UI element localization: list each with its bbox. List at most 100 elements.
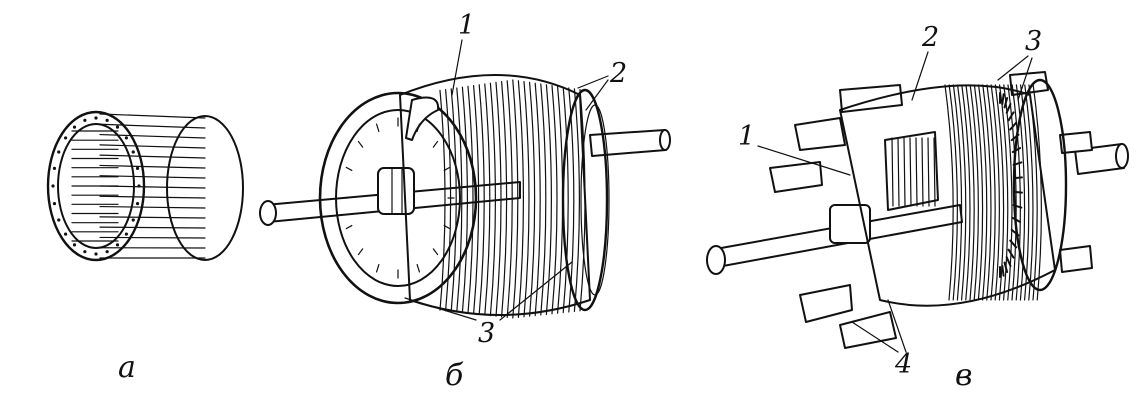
pole-lamination bbox=[999, 84, 1009, 301]
shaft-end-right bbox=[659, 129, 671, 151]
cage-bar bbox=[99, 226, 206, 229]
pole-lamination bbox=[965, 84, 975, 301]
pole-face-line bbox=[903, 137, 906, 207]
cage-bar bbox=[99, 144, 206, 149]
ring-tick bbox=[375, 123, 380, 133]
ring-tick bbox=[443, 166, 451, 172]
hub-v bbox=[829, 204, 871, 244]
slot-tick bbox=[1001, 93, 1005, 106]
pole-lamination bbox=[1024, 84, 1034, 301]
ring-hole bbox=[83, 250, 87, 254]
pole-face-line bbox=[933, 137, 936, 207]
ring-hole bbox=[135, 201, 140, 206]
ring-tick bbox=[345, 166, 353, 172]
core-lamination bbox=[562, 86, 569, 314]
ring-hole bbox=[115, 125, 120, 129]
core-lamination bbox=[461, 86, 468, 314]
caption-a: а bbox=[118, 350, 136, 385]
pole-lamination bbox=[948, 84, 958, 301]
pole-lamination bbox=[969, 84, 979, 301]
ring-hole bbox=[94, 252, 98, 256]
core-lamination bbox=[573, 88, 580, 312]
fin-3 bbox=[799, 284, 853, 323]
core-lamination bbox=[551, 85, 558, 315]
ring-tick bbox=[357, 140, 364, 148]
pole-face-line bbox=[915, 137, 918, 207]
cage-bar bbox=[99, 154, 206, 159]
cage-inner-bars bbox=[71, 130, 119, 242]
cage-bar bbox=[99, 113, 206, 119]
slot-tick bbox=[1009, 239, 1018, 249]
core-lamination bbox=[456, 87, 463, 313]
ring-tick bbox=[357, 248, 364, 256]
end-ring-ticks bbox=[341, 117, 455, 279]
pole-lamination bbox=[982, 84, 992, 301]
ring-hole bbox=[57, 218, 61, 222]
ring-tick bbox=[416, 263, 421, 273]
ring-hole bbox=[135, 166, 140, 171]
fin-4 bbox=[839, 311, 897, 349]
pole-lamination bbox=[957, 84, 967, 301]
salient-pole-rotor-figure: 2 3 1 4 bbox=[706, 22, 1129, 380]
cage-bar bbox=[99, 175, 206, 179]
slot-tick bbox=[1012, 190, 1023, 194]
cage-end-ring-near bbox=[46, 110, 146, 262]
ring-hole bbox=[124, 232, 129, 236]
ring-hole bbox=[94, 116, 98, 120]
core-lamination bbox=[545, 84, 552, 315]
end-face-right bbox=[1012, 78, 1068, 292]
pole-core-outline bbox=[839, 84, 1056, 307]
core-lamination bbox=[450, 88, 457, 312]
rotor-with-cage-figure: 1 2 3 bbox=[259, 10, 671, 349]
slot-tick bbox=[1011, 216, 1022, 223]
label-v-3: 3 bbox=[1025, 26, 1042, 57]
ring-tick bbox=[345, 224, 353, 230]
slot-tick bbox=[1010, 133, 1020, 142]
label-v-2: 2 bbox=[921, 22, 939, 53]
squirrel-cage-figure bbox=[46, 110, 244, 262]
core-lamination bbox=[473, 85, 480, 315]
caption-v: в bbox=[955, 358, 972, 393]
ring-hole bbox=[52, 201, 57, 206]
slot-tick bbox=[1010, 228, 1020, 237]
end-ring-left bbox=[318, 91, 478, 305]
ring-hole bbox=[131, 218, 135, 222]
end-ring-left-inner bbox=[335, 109, 461, 287]
ring-hole bbox=[72, 243, 77, 247]
core-lamination bbox=[512, 79, 519, 319]
ring-tick bbox=[416, 123, 421, 133]
pole-lamination bbox=[961, 84, 971, 301]
ring-hole bbox=[115, 243, 120, 247]
slot-tick bbox=[1011, 147, 1022, 154]
pole-lamination bbox=[990, 84, 1000, 301]
core-lamination bbox=[478, 84, 485, 315]
pole-laminations bbox=[944, 84, 1042, 301]
pole-lamination bbox=[952, 84, 963, 301]
ring-hole bbox=[137, 184, 141, 188]
cage-ring-holes bbox=[51, 116, 141, 256]
pole-lamination bbox=[973, 84, 984, 301]
end-ring-cutout bbox=[405, 96, 440, 141]
label-2: 2 bbox=[609, 58, 627, 89]
pole-lamination bbox=[944, 84, 954, 301]
core-lamination bbox=[484, 83, 491, 316]
pole-lamination bbox=[1015, 84, 1026, 301]
fin-7 bbox=[1059, 131, 1093, 154]
label-v-1: 1 bbox=[738, 121, 755, 152]
core-lamination bbox=[501, 81, 508, 318]
pole-face-line bbox=[891, 137, 894, 207]
cage-end-ring-far bbox=[166, 115, 244, 261]
core-lamination bbox=[523, 81, 530, 318]
cage-bar bbox=[99, 133, 206, 139]
slot-tick bbox=[1009, 121, 1018, 131]
pole-lamination bbox=[986, 84, 996, 301]
ring-hole bbox=[52, 166, 57, 171]
ring-hole bbox=[131, 150, 135, 154]
slot-tick bbox=[1005, 103, 1012, 114]
pole-face-line bbox=[909, 137, 912, 207]
cage-bar bbox=[99, 195, 206, 199]
fin-8 bbox=[1059, 245, 1093, 273]
pole-face-line bbox=[927, 137, 930, 207]
slot-tick bbox=[1007, 111, 1015, 122]
